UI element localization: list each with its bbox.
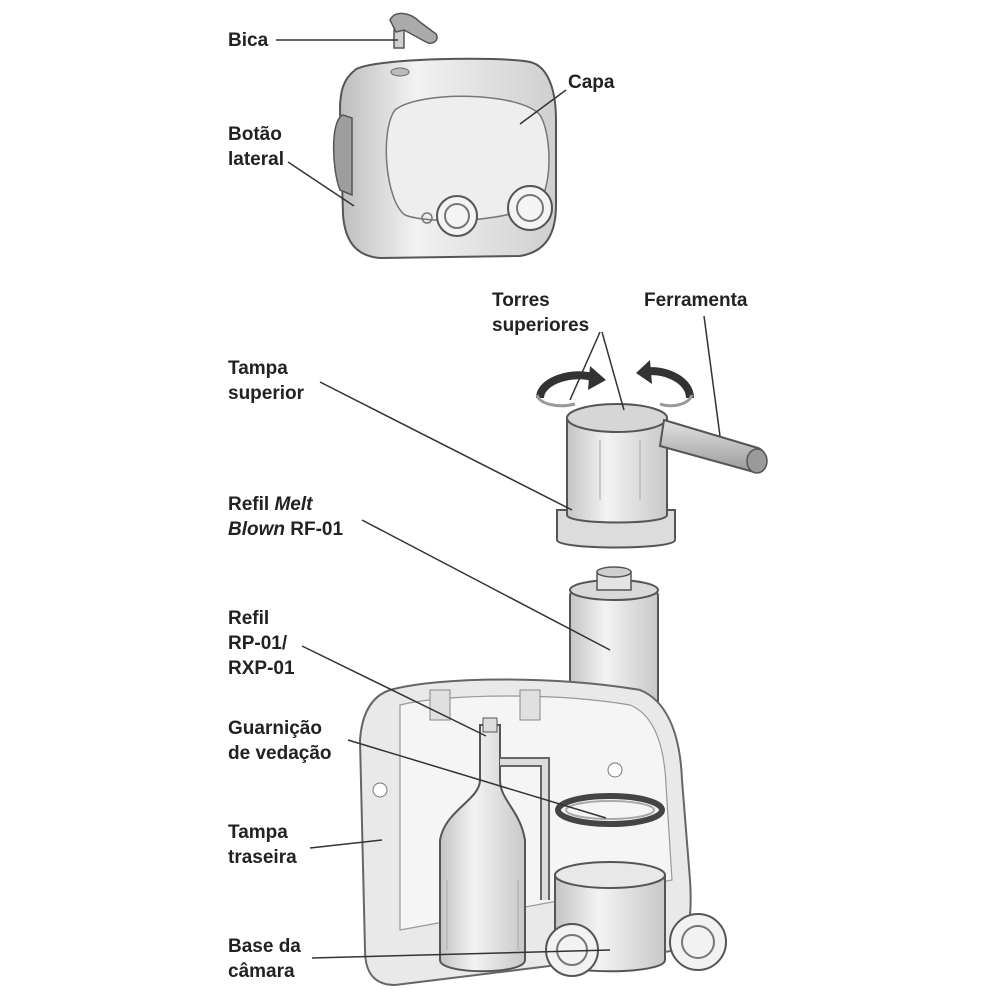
- label-refil-melt-blown: Refil Melt Blown RF-01: [228, 492, 343, 542]
- label-ferramenta: Ferramenta: [644, 288, 748, 313]
- leader-refil-rf01: [361, 519, 611, 651]
- label-base-camara-line2: câmara: [228, 961, 295, 982]
- label-refil-word: Refil: [228, 494, 275, 515]
- top-cap-part: [535, 360, 694, 549]
- label-rf01-word: RF-01: [285, 519, 344, 540]
- label-guarnicao: Guarnição de vedação: [228, 716, 332, 766]
- tool-part: [658, 418, 768, 474]
- label-botao-lateral-line2: lateral: [228, 149, 284, 170]
- label-botao-lateral: Botão lateral: [228, 122, 284, 172]
- leader-guarnicao: [347, 739, 607, 819]
- leader-tampa-superior: [319, 381, 573, 511]
- label-tampa-superior-line1: Tampa: [228, 358, 288, 379]
- label-guarnicao-line2: de vedação: [228, 743, 332, 764]
- label-tampa-traseira-line1: Tampa: [228, 822, 288, 843]
- label-refil-rp01: Refil RP-01/ RXP-01: [228, 606, 295, 681]
- label-base-camara-line1: Base da: [228, 936, 301, 957]
- label-guarnicao-line1: Guarnição: [228, 718, 322, 739]
- leader-lines: [276, 39, 721, 959]
- label-capa-text: Capa: [568, 72, 615, 93]
- label-base-camara: Base da câmara: [228, 934, 301, 984]
- seal-ring-part: [555, 793, 665, 827]
- label-bica-text: Bica: [228, 30, 269, 51]
- leader-torres-1: [569, 331, 601, 401]
- purifier-housing: [332, 57, 557, 260]
- spout-part: [389, 12, 438, 49]
- leader-torres-2: [601, 331, 625, 411]
- label-tampa-traseira-line2: traseira: [228, 847, 297, 868]
- label-refil-rp01-line2: RP-01/: [228, 633, 288, 654]
- label-ferramenta-text: Ferramenta: [644, 290, 748, 311]
- label-torres-superiores: Torres superiores: [492, 288, 589, 338]
- leader-botao-lateral: [287, 161, 355, 207]
- label-tampa-superior-line2: superior: [228, 383, 305, 404]
- label-melt-word: Melt: [274, 494, 313, 515]
- label-capa: Capa: [568, 70, 614, 95]
- chamber-base-part: [545, 861, 727, 977]
- label-tampa-traseira: Tampa traseira: [228, 820, 297, 870]
- leader-ferramenta: [703, 315, 721, 437]
- label-torres-line2: superiores: [492, 315, 590, 336]
- label-torres-line1: Torres: [492, 290, 550, 311]
- label-blown-word: Blown: [228, 519, 285, 540]
- label-bica: Bica: [228, 28, 268, 53]
- label-refil-rp01-line3: RXP-01: [228, 658, 295, 679]
- label-refil-rp01-line1: Refil: [228, 608, 270, 629]
- label-refil-melt-blown-line1: Refil Melt: [228, 492, 343, 517]
- label-botao-lateral-line1: Botão: [228, 124, 282, 145]
- refill-rp01-part: [439, 717, 550, 973]
- leader-capa: [519, 89, 567, 125]
- label-refil-melt-blown-line2: Blown RF-01: [228, 517, 343, 542]
- label-tampa-superior: Tampa superior: [228, 356, 304, 406]
- leader-base-camara: [311, 949, 611, 959]
- leader-tampa-traseira: [309, 839, 383, 849]
- leader-refil-rp01: [301, 645, 487, 737]
